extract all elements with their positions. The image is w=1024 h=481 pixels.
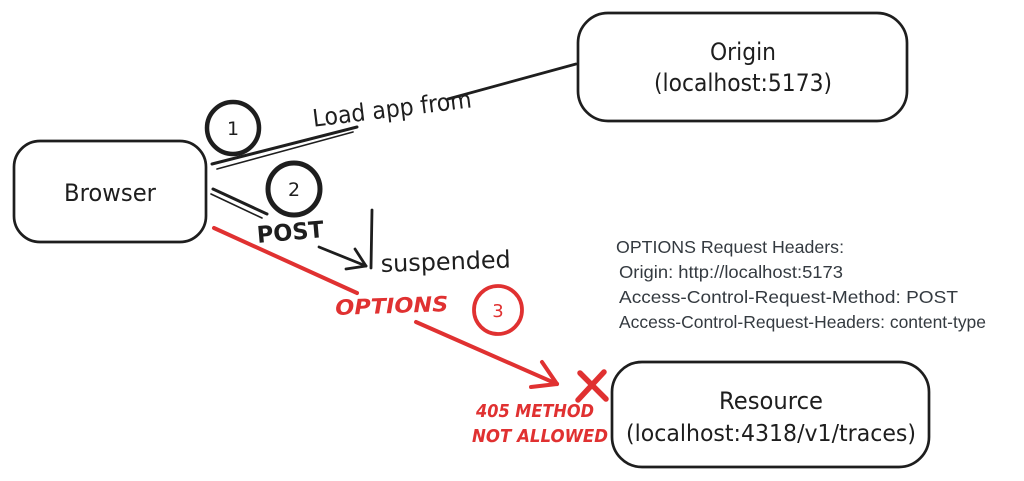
options-line-segment-1: [212, 226, 359, 295]
load-app-label: Load app from: [311, 85, 473, 132]
post-blocked-bar: [369, 208, 374, 270]
post-arrowhead-wing-2: [353, 247, 368, 268]
node-browser: Browser: [12, 139, 208, 244]
step-2-circle: [265, 160, 323, 218]
step-2-number: 2: [288, 179, 300, 201]
options-label: OPTIONS: [335, 292, 449, 320]
error-405-line-1: 405 METHOD: [475, 401, 594, 422]
headers-note-acr-headers: Access-Control-Request-Headers: content-…: [619, 312, 986, 332]
options-arrowhead-wing-1: [529, 382, 559, 389]
headers-note-title: OPTIONS Request Headers:: [616, 237, 844, 257]
error-405-line-2: NOT ALLOWED: [472, 426, 608, 447]
edge-load-app: Load app from: [210, 62, 578, 170]
origin-box: [576, 11, 909, 123]
post-line-sketch-stroke: [210, 193, 263, 219]
origin-title: Origin: [710, 38, 776, 66]
browser-label: Browser: [64, 179, 156, 207]
post-arrowhead-wing-1: [344, 264, 368, 271]
resource-box: [610, 360, 931, 469]
resource-subtitle: (localhost:4318/v1/traces): [626, 421, 916, 447]
options-arrowhead-wing-2: [540, 360, 559, 386]
edge-post: POST suspended: [210, 187, 511, 278]
edge-options: OPTIONS 405 METHOD NOT ALLOWED: [212, 226, 609, 447]
step-1-number: 1: [227, 118, 239, 140]
node-origin: Origin (localhost:5173): [576, 11, 909, 123]
post-line-segment: [211, 187, 269, 216]
headers-note-acr-method: Access-Control-Request-Method: POST: [619, 287, 958, 307]
options-line-segment-2: [414, 320, 559, 386]
node-resource: Resource (localhost:4318/v1/traces): [610, 360, 931, 469]
step-3-circle: [472, 284, 524, 336]
step-badge-1: 1: [204, 99, 262, 157]
rejected-x-icon-stroke-2: [575, 369, 607, 403]
load-line-sketch-stroke: [216, 131, 354, 170]
step-badge-2: 2: [265, 160, 323, 218]
headers-note-origin: Origin: http://localhost:5173: [619, 262, 843, 282]
step-1-circle: [204, 99, 262, 157]
resource-title: Resource: [719, 387, 823, 415]
step-badge-3: 3: [472, 284, 524, 336]
step-3-number: 3: [492, 301, 503, 322]
origin-subtitle: (localhost:5173): [654, 69, 832, 97]
browser-box: [12, 139, 208, 244]
post-arrow-shaft: [317, 245, 368, 268]
load-line-segment-1: [210, 125, 359, 166]
load-line-segment-2: [446, 62, 578, 101]
suspended-label: suspended: [380, 245, 511, 278]
post-label: POST: [256, 217, 325, 249]
request-headers-note: OPTIONS Request Headers: Origin: http://…: [616, 237, 986, 332]
